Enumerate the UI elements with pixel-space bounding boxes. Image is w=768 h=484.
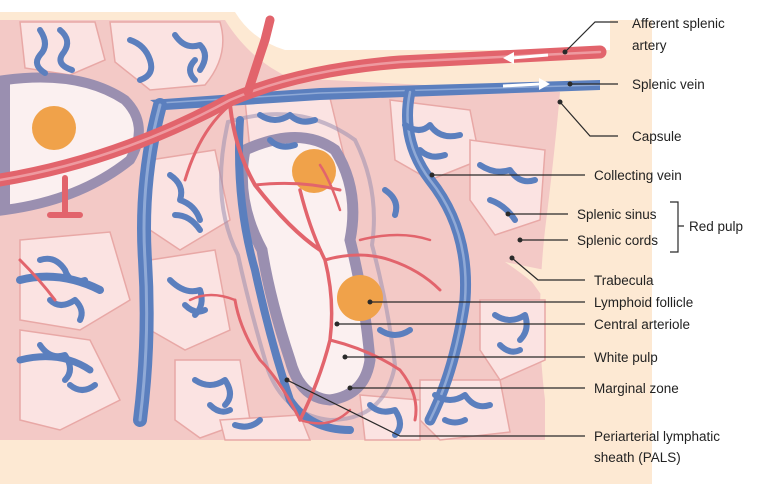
leader-lines bbox=[284, 21, 684, 437]
label-splenic-cords: Splenic cords bbox=[577, 233, 658, 248]
arteries bbox=[0, 15, 607, 425]
label-afferent-splenic-artery-1: Afferent splenic bbox=[632, 16, 725, 31]
marginal-zone-edge bbox=[218, 112, 398, 423]
label-splenic-sinus: Splenic sinus bbox=[577, 207, 657, 222]
label-lymphoid-follicle: Lymphoid follicle bbox=[594, 295, 693, 310]
label-trabecula: Trabecula bbox=[594, 273, 654, 288]
label-pals-2: sheath (PALS) bbox=[594, 450, 681, 465]
label-splenic-vein: Splenic vein bbox=[632, 77, 705, 92]
trabecula-shape bbox=[505, 262, 545, 300]
label-pals-1: Periarterial lymphatic bbox=[594, 429, 720, 444]
label-white-pulp: White pulp bbox=[594, 350, 658, 365]
lymphoid-follicle-upper-left bbox=[32, 106, 76, 150]
label-capsule: Capsule bbox=[632, 129, 682, 144]
lymphoid-follicle-main bbox=[337, 275, 383, 321]
label-red-pulp: Red pulp bbox=[689, 219, 743, 234]
label-marginal-zone: Marginal zone bbox=[594, 381, 679, 396]
label-central-arteriole: Central arteriole bbox=[594, 317, 690, 332]
flow-arrows bbox=[502, 52, 550, 90]
label-afferent-splenic-artery-2: artery bbox=[632, 38, 667, 53]
label-collecting-vein: Collecting vein bbox=[594, 168, 682, 183]
splenic-sinuses bbox=[33, 27, 538, 438]
lymphoid-follicle-upper bbox=[292, 149, 336, 193]
